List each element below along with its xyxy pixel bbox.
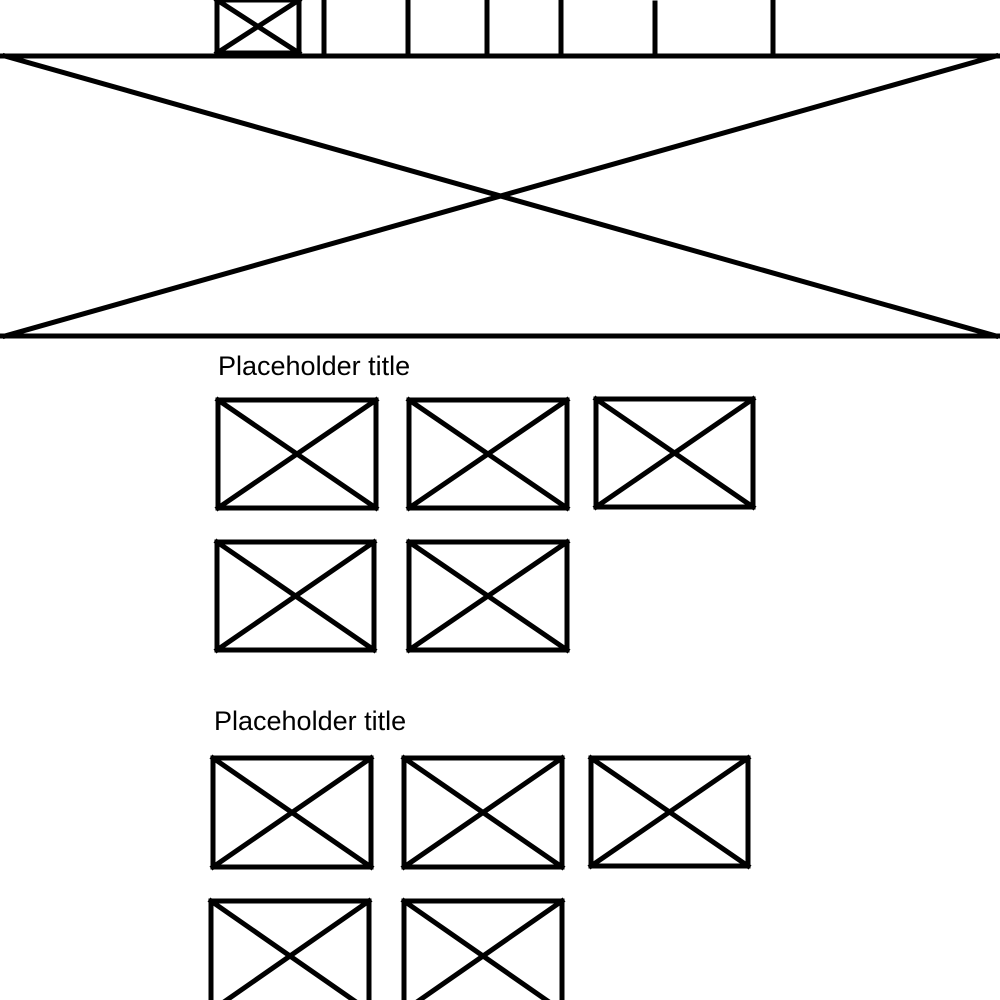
section-2-grid [207, 754, 752, 1000]
top-nav [213, 0, 776, 57]
image-placeholder[interactable] [592, 395, 757, 511]
logo-image-placeholder[interactable] [213, 0, 303, 57]
image-placeholder[interactable] [405, 538, 571, 654]
section-title: Placeholder title [218, 351, 411, 381]
image-placeholder[interactable] [213, 538, 378, 654]
image-placeholder[interactable] [207, 897, 373, 1000]
image-placeholder[interactable] [209, 754, 375, 871]
image-placeholder[interactable] [400, 754, 566, 871]
image-placeholder[interactable] [405, 396, 571, 512]
section-title: Placeholder title [214, 706, 407, 736]
image-placeholder[interactable] [587, 754, 752, 870]
image-placeholder[interactable] [400, 897, 566, 1000]
section-1-grid [213, 395, 757, 654]
hero-image-placeholder [0, 52, 1000, 340]
image-placeholder[interactable] [214, 396, 380, 512]
